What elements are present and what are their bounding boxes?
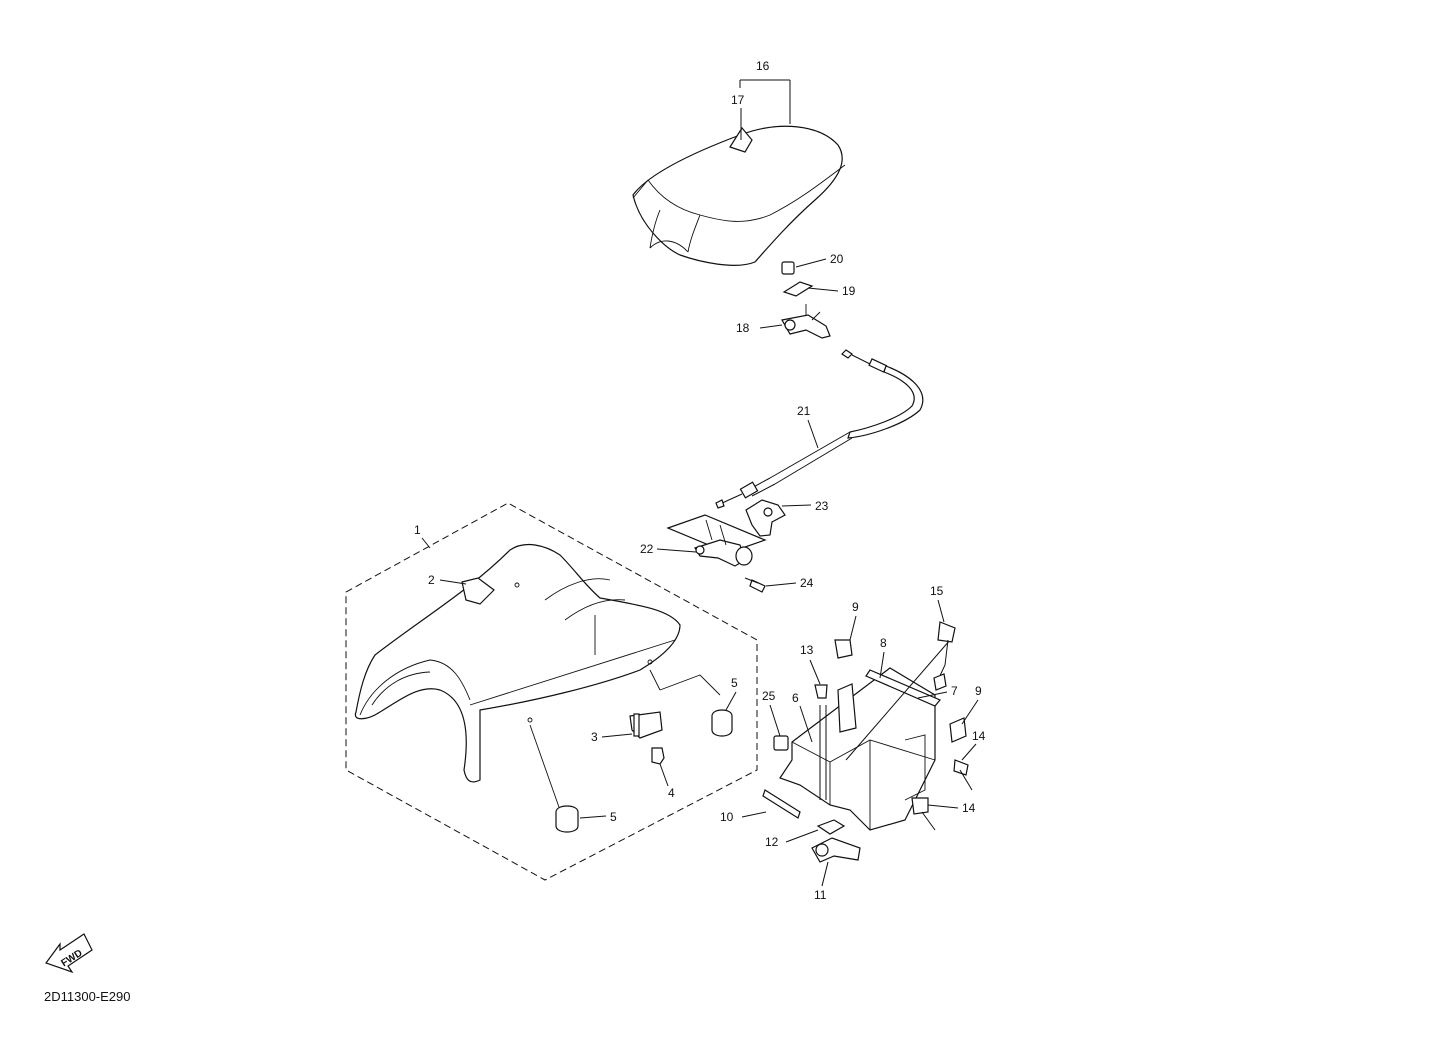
callout-10: 10	[720, 810, 767, 824]
callout-9-upper-label: 9	[852, 600, 859, 614]
callout-19: 19	[807, 284, 856, 298]
callout-3: 3	[591, 730, 633, 744]
diagram-code: 2D11300-E290	[44, 989, 131, 1004]
callout-13-label: 13	[800, 643, 814, 657]
callout-13: 13	[800, 643, 821, 685]
callout-21: 21	[797, 404, 819, 449]
callout-11-label: 11	[814, 888, 827, 902]
rear-seat-cowl	[345, 502, 758, 881]
callout-18-label: 18	[736, 321, 750, 335]
callout-9-right-label: 9	[975, 684, 982, 698]
callout-23: 23	[781, 499, 829, 513]
callout-7: 7	[917, 684, 958, 699]
lock-brackets	[666, 499, 786, 593]
callout-21-label: 21	[797, 404, 811, 418]
callout-9-upper: 9	[849, 600, 859, 641]
callout-17-label: 17	[731, 93, 745, 107]
callout-22-label: 22	[640, 542, 654, 556]
callout-20-label: 20	[830, 252, 844, 266]
callout-7-label: 7	[951, 684, 958, 698]
callout-14-lower: 14	[927, 801, 976, 815]
callout-24-label: 24	[800, 576, 814, 590]
callout-16-label: 16	[756, 59, 770, 73]
callout-4: 4	[659, 763, 675, 800]
callout-1-label: 1	[414, 523, 421, 537]
callout-16: 16	[739, 59, 791, 124]
callout-8-label: 8	[880, 636, 887, 650]
callout-5-upper-label: 5	[731, 676, 738, 690]
seat-bracket-frame	[762, 621, 973, 863]
callout-2: 2	[428, 573, 467, 587]
fwd-arrow-icon: FWD	[45, 933, 93, 974]
callout-18: 18	[736, 321, 783, 335]
callout-6-label: 6	[792, 691, 799, 705]
lock-assembly	[781, 261, 831, 339]
callout-12-label: 12	[765, 835, 779, 849]
callout-8: 8	[879, 636, 887, 679]
callout-14-lower-label: 14	[962, 801, 976, 815]
callout-11: 11	[814, 861, 829, 902]
callout-19-label: 19	[842, 284, 856, 298]
callout-24: 24	[765, 576, 814, 590]
callout-23-label: 23	[815, 499, 829, 513]
callout-20: 20	[795, 252, 844, 268]
callout-22: 22	[640, 542, 697, 556]
callout-9-right: 9	[961, 684, 982, 725]
callout-2-label: 2	[428, 573, 435, 587]
callout-14-upper: 14	[961, 729, 986, 761]
callout-3-label: 3	[591, 730, 598, 744]
callout-1: 1	[414, 523, 431, 549]
callout-25-label: 25	[762, 689, 776, 703]
callout-15-label: 15	[930, 584, 944, 598]
callout-4-label: 4	[668, 786, 675, 800]
main-seat	[632, 125, 846, 266]
callout-25: 25	[762, 689, 781, 737]
callout-10-label: 10	[720, 810, 734, 824]
callout-5-upper: 5	[725, 676, 738, 711]
callout-17: 17	[731, 93, 745, 140]
callout-12: 12	[765, 829, 819, 849]
callout-14-upper-label: 14	[972, 729, 986, 743]
seat-lock-cable	[715, 349, 924, 509]
callout-5-lower-label: 5	[610, 810, 617, 824]
callout-6: 6	[792, 691, 813, 743]
callout-15: 15	[930, 584, 945, 623]
callout-5-lower: 5	[579, 810, 617, 824]
